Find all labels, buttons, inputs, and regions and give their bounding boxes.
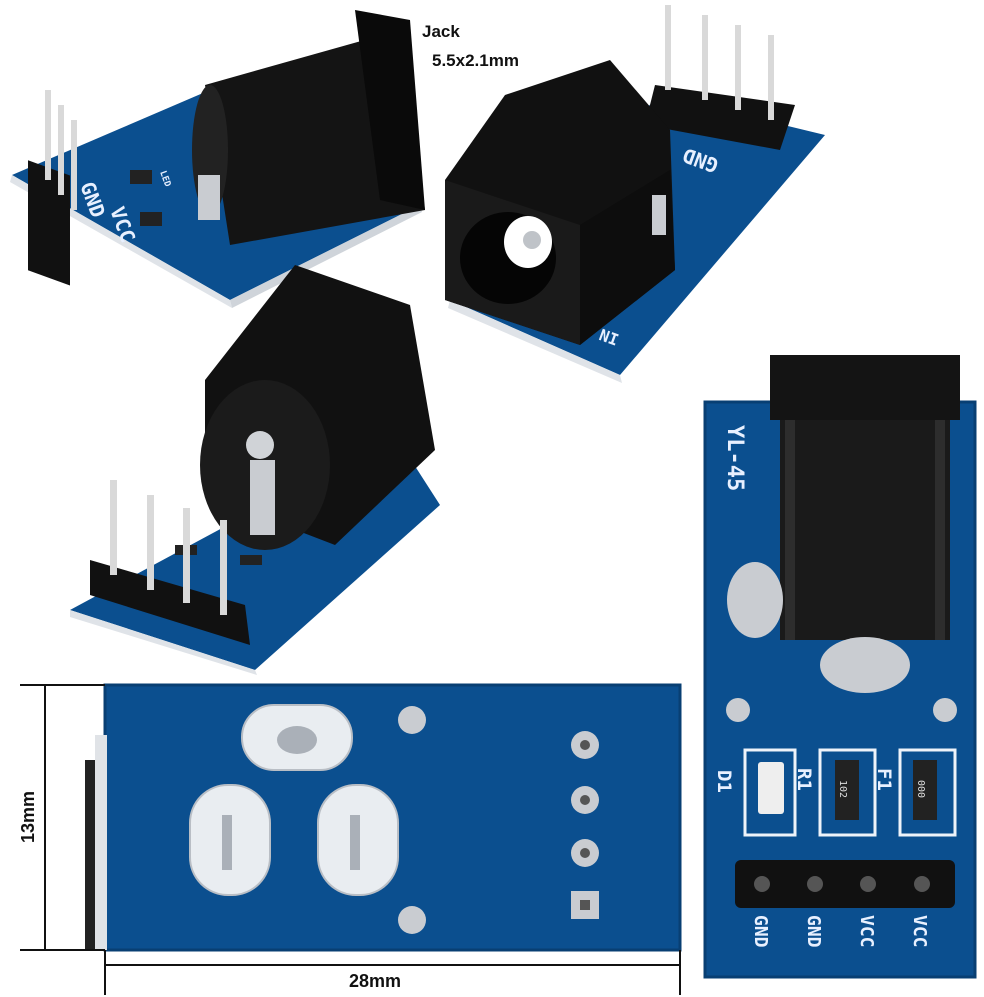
module-angled-view-2 xyxy=(70,265,440,675)
smd-resistor xyxy=(140,212,162,226)
dc-jack-rear xyxy=(200,265,435,550)
smd-led xyxy=(130,170,152,184)
led-d1 xyxy=(758,762,784,814)
pin-header xyxy=(735,860,955,908)
header-pins-front xyxy=(90,480,250,645)
header-pins xyxy=(28,90,77,286)
dimension-width: 28mm xyxy=(104,950,681,995)
fuse-code: 000 xyxy=(915,780,926,798)
pin-label-1: GND xyxy=(750,915,771,948)
mounting-hole xyxy=(726,698,750,722)
fuse-f1 xyxy=(913,760,937,820)
resistor-code: 102 xyxy=(837,780,848,798)
silk-model: YL-45 xyxy=(722,425,747,491)
smd-part-2 xyxy=(240,555,262,565)
height-label: 13mm xyxy=(18,791,38,843)
module-angled-view-1: GND VCC LED xyxy=(10,10,425,308)
silk-d1: D1 xyxy=(713,770,735,793)
module-front-view: GND IN xyxy=(445,5,825,383)
dc-jack-front xyxy=(445,60,675,345)
silk-f1: F1 xyxy=(873,768,895,791)
jack-caption-size: 5.5x2.1mm xyxy=(432,51,519,70)
jack-caption-title: Jack xyxy=(422,22,460,41)
pin-label-2: GND xyxy=(803,915,824,948)
mounting-hole xyxy=(933,698,957,722)
dimension-height: 13mm xyxy=(18,684,105,951)
width-label: 28mm xyxy=(349,971,401,991)
pin-label-3: VCC xyxy=(856,915,877,948)
solder-pad xyxy=(727,562,783,638)
module-top-view: YL-45 D1 R1 F1 102 000 GND GND VCC VCC xyxy=(703,355,977,979)
bottom-solder-pads xyxy=(189,704,599,934)
dc-jack-top xyxy=(770,355,960,640)
module-bottom-view: 13mm 28mm xyxy=(18,683,682,995)
header-pins xyxy=(645,5,795,150)
silk-r1: R1 xyxy=(793,768,815,791)
solder-pad xyxy=(820,637,910,693)
pin-label-4: VCC xyxy=(909,915,930,948)
dc-jack xyxy=(192,10,425,245)
resistor-r1 xyxy=(835,760,859,820)
